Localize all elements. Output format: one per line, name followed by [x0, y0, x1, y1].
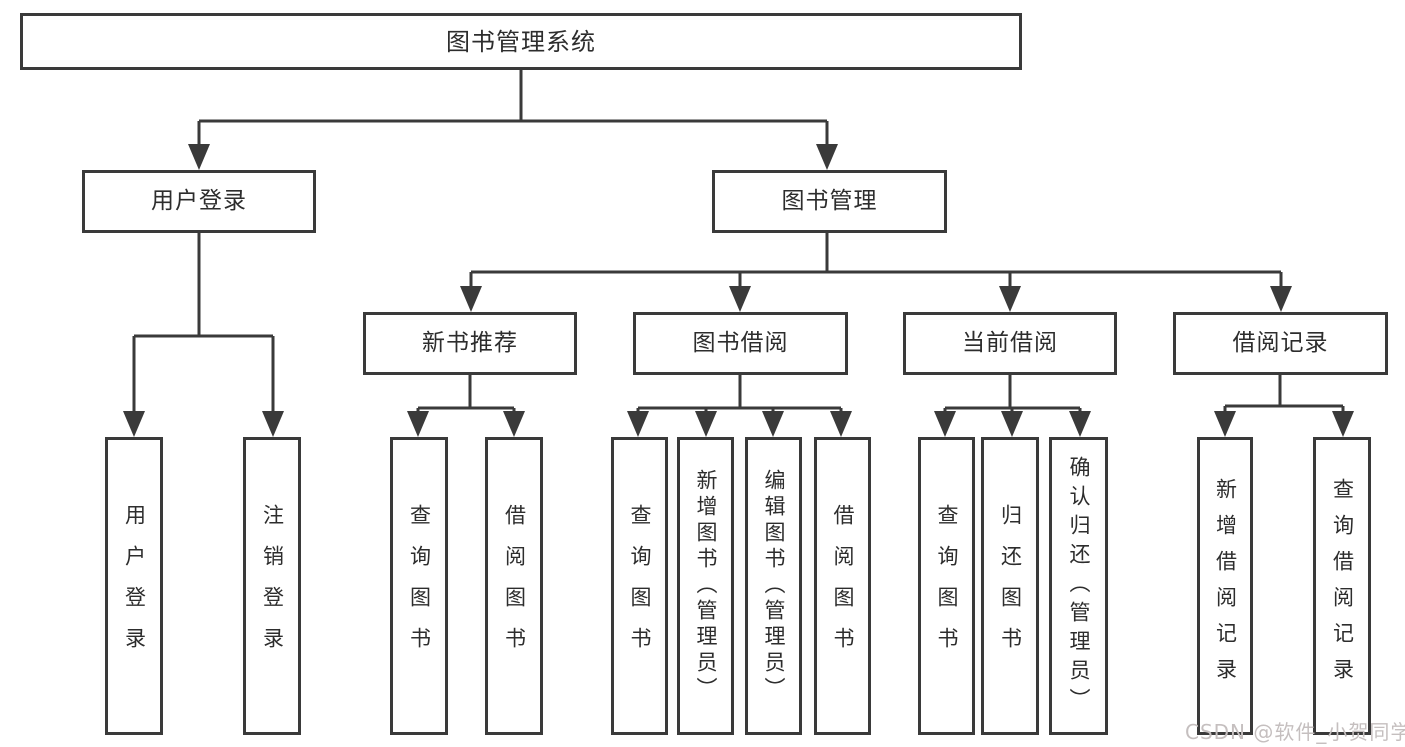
node-library-management-system: 图书管理系统: [20, 13, 1022, 70]
node-book-borrow: 图书借阅: [633, 312, 848, 375]
leaf-borrow-books-recommend: 借阅图书: [485, 437, 543, 735]
leaf-add-books-admin: 新增图书（管理员）: [677, 437, 734, 735]
leaf-borrow-books: 借阅图书: [814, 437, 871, 735]
leaf-edit-books-admin: 编辑图书（管理员）: [745, 437, 802, 735]
leaf-query-borrow-record: 查询借阅记录: [1313, 437, 1371, 735]
leaf-user-login: 用户登录: [105, 437, 163, 735]
watermark: CSDN @软件_小贺同学: [1185, 720, 1405, 744]
node-current-borrow: 当前借阅: [903, 312, 1117, 375]
leaf-query-books-current: 查询图书: [918, 437, 975, 735]
node-new-book-recommend: 新书推荐: [363, 312, 577, 375]
arrowheads: [123, 144, 1354, 437]
node-user-login: 用户登录: [82, 170, 316, 233]
leaf-query-books-borrow: 查询图书: [611, 437, 668, 735]
node-borrow-records: 借阅记录: [1173, 312, 1388, 375]
leaf-add-borrow-record: 新增借阅记录: [1197, 437, 1253, 735]
leaf-logout: 注销登录: [243, 437, 301, 735]
node-book-management: 图书管理: [712, 170, 947, 233]
leaf-confirm-return-admin: 确认归还（管理员）: [1049, 437, 1108, 735]
leaf-query-books-recommend: 查询图书: [390, 437, 448, 735]
leaf-return-books: 归还图书: [981, 437, 1039, 735]
